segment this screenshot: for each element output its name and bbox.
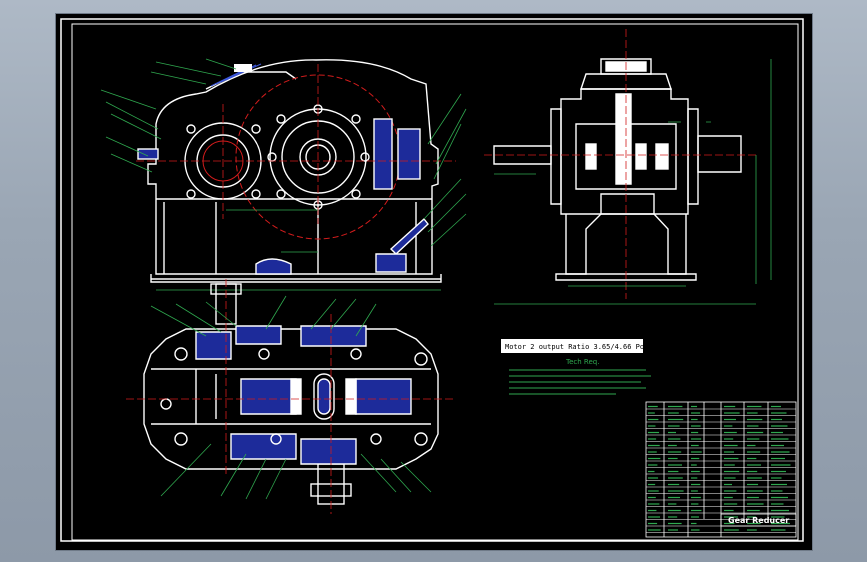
specs-section: Motor 2 output Ratio 3.65/4.66 Power 4.6… xyxy=(501,339,678,395)
drawing-viewport[interactable]: Motor 2 output Ratio 3.65/4.66 Power 4.6… xyxy=(55,13,813,551)
top-view xyxy=(126,279,456,514)
front-view xyxy=(136,59,456,291)
title-block-name: Gear Reducer xyxy=(728,516,789,525)
title-cell xyxy=(720,513,797,527)
top-view-leaders xyxy=(150,295,432,500)
specs-text: Motor 2 output Ratio 3.65/4.66 Power 4.6… xyxy=(505,343,678,351)
side-view xyxy=(484,29,772,305)
cad-drawing: Motor 2 output Ratio 3.65/4.66 Power 4.6… xyxy=(60,18,804,542)
bom-rows xyxy=(646,408,796,533)
front-view-leaders xyxy=(100,58,467,247)
notes-title: Tech Req. xyxy=(565,358,599,366)
bom-text xyxy=(648,405,791,531)
notes-lines xyxy=(509,369,651,395)
bom-table xyxy=(645,401,797,538)
inner-frame xyxy=(71,23,799,541)
outer-frame xyxy=(60,18,804,542)
specs-box xyxy=(501,339,643,353)
